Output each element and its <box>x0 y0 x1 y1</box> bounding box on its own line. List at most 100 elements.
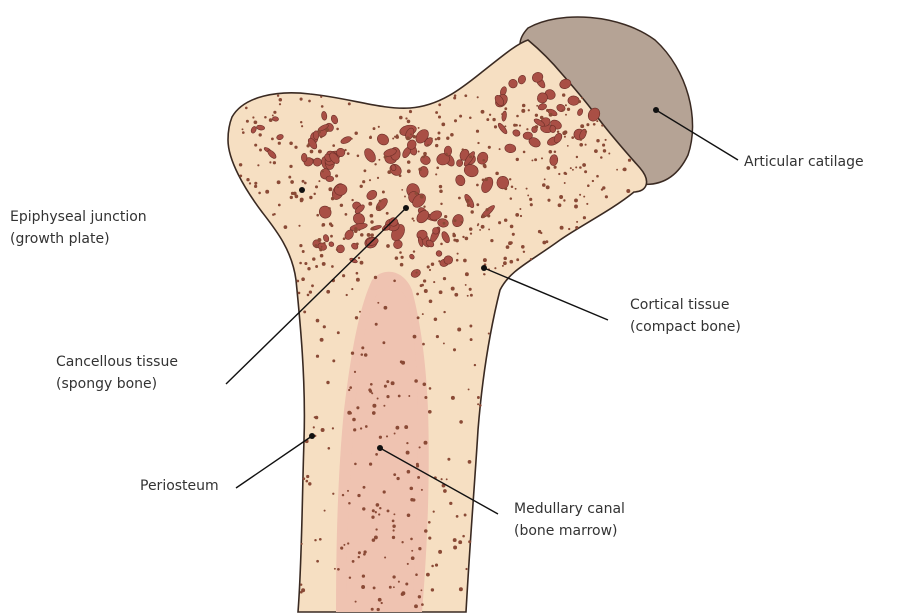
bone-dot <box>347 411 351 415</box>
bone-dot <box>528 109 530 111</box>
bone-dot <box>420 195 424 199</box>
bone-dot <box>347 490 349 492</box>
bone-dot <box>585 144 587 146</box>
bone-dot <box>572 169 574 171</box>
bone-dot <box>438 115 441 118</box>
bone-dot <box>384 385 387 388</box>
bone-dot <box>312 257 315 260</box>
bone-dot <box>422 313 424 315</box>
bone-dot <box>464 514 467 517</box>
bone-dot <box>535 114 538 117</box>
bone-dot <box>531 159 533 161</box>
bone-dot <box>336 128 339 131</box>
bone-dot <box>392 575 395 578</box>
spongy-trabecula <box>389 218 398 227</box>
bone-dot <box>393 473 396 476</box>
bone-dot <box>399 251 402 254</box>
bone-dot <box>414 604 418 608</box>
bone-dot <box>362 180 365 183</box>
bone-dot <box>392 137 394 139</box>
bone-dot <box>269 118 273 122</box>
bone-dot <box>386 380 389 383</box>
bone-dot <box>377 302 379 304</box>
bone-dot <box>477 396 480 399</box>
bone-dot <box>302 250 305 253</box>
bone-dot <box>545 240 548 243</box>
bone-dot <box>495 172 499 176</box>
bone-dot <box>417 476 420 479</box>
bone-dot <box>357 494 360 497</box>
bone-dot <box>443 342 445 344</box>
bone-dot <box>389 586 392 589</box>
bone-dot <box>574 198 578 202</box>
bone-dot <box>431 588 434 591</box>
bone-dot <box>375 511 377 513</box>
bone-dot <box>418 168 422 172</box>
bone-dot <box>381 602 383 604</box>
bone-dot <box>369 462 372 465</box>
spongy-trabecula <box>301 153 307 162</box>
bone-dot <box>476 184 479 187</box>
bone-dot <box>393 513 395 515</box>
bone-dot <box>254 182 257 185</box>
bone-dot <box>428 537 431 540</box>
bone-dot <box>306 480 309 483</box>
bone-dot <box>386 244 390 248</box>
bone-dot <box>392 524 395 527</box>
bone-dot <box>600 156 603 159</box>
bone-dot <box>512 233 515 236</box>
pin-epiphyseal <box>299 187 305 193</box>
bone-dot <box>308 482 311 485</box>
bone-dot <box>342 274 345 277</box>
bone-dot <box>488 332 490 334</box>
bone-dot <box>411 556 415 560</box>
bone-dot <box>413 220 415 222</box>
bone-dot <box>428 521 431 524</box>
bone-dot <box>456 259 459 262</box>
bone-dot <box>371 227 374 230</box>
bone-dot <box>321 105 324 108</box>
bone-dot <box>499 148 501 150</box>
bone-dot <box>464 94 467 97</box>
bone-dot <box>457 253 459 255</box>
bone-dot <box>320 96 322 98</box>
bone-dot <box>373 127 376 130</box>
bone-dot <box>423 152 427 156</box>
label-cancellous-line1: Cancellous tissue <box>56 351 178 373</box>
bone-dot <box>492 118 495 121</box>
bone-dot <box>465 568 467 570</box>
bone-dot <box>351 352 354 355</box>
bone-dot <box>379 436 382 439</box>
bone-dot <box>565 114 567 116</box>
bone-dot <box>541 157 543 159</box>
bone-dot <box>501 113 503 115</box>
bone-dot <box>521 109 525 113</box>
bone-dot <box>304 182 307 185</box>
bone-dot <box>356 278 360 282</box>
bone-dot <box>259 133 262 136</box>
bone-dot <box>307 267 310 270</box>
bone-dot <box>395 256 399 260</box>
bone-dot <box>332 144 335 147</box>
bone-dot <box>605 195 608 198</box>
bone-dot <box>515 213 519 217</box>
bone-dot <box>324 510 326 512</box>
bone-dot <box>438 550 442 554</box>
bone-dot <box>391 381 395 385</box>
bone-dot <box>546 185 550 189</box>
bone-dot <box>465 272 469 276</box>
bone-dot <box>443 222 446 225</box>
bone-dot <box>320 136 323 139</box>
bone-dot <box>300 584 302 586</box>
bone-dot <box>383 490 386 493</box>
bone-dot <box>258 192 261 195</box>
bone-dot <box>399 116 403 120</box>
bone-dot <box>414 192 417 195</box>
bone-dot <box>457 328 461 332</box>
bone-dot <box>290 196 293 199</box>
bone-dot <box>596 139 599 142</box>
bone-dot <box>252 116 254 118</box>
bone-dot <box>278 142 281 145</box>
bone-dot <box>313 426 315 428</box>
bone-dot <box>358 257 360 259</box>
